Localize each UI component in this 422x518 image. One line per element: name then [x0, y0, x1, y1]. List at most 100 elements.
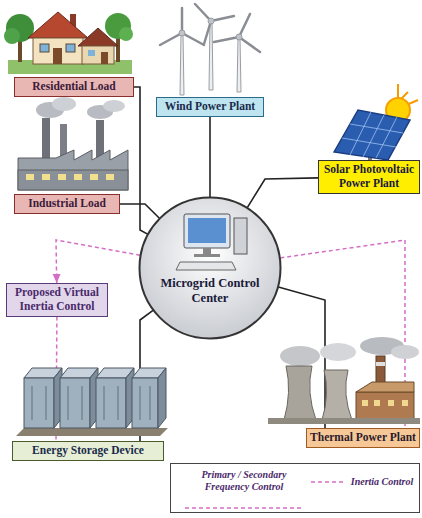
- thermal-plant-illustration-part-part: [388, 400, 394, 406]
- label-box: Solar Photovoltaic Power Plant: [318, 160, 420, 194]
- wind-turbine-illustration-part: [208, 18, 214, 24]
- factory-illustration-part-part: [90, 174, 98, 180]
- solar-panel-illustration-part: [392, 92, 408, 108]
- legend-label: Inertia Control: [347, 476, 417, 488]
- energy-storage-illustration-part-part: [158, 368, 166, 428]
- factory-illustration-part: [36, 102, 64, 118]
- residential-illustration-part: [4, 28, 20, 44]
- thermal-plant-illustration-part: [362, 400, 408, 406]
- label-box: Proposed Virtual Inertia Control: [6, 283, 108, 317]
- label-box: Thermal Power Plant: [306, 428, 420, 448]
- factory-illustration-part: [60, 124, 67, 158]
- factory-illustration-part: [18, 150, 128, 190]
- circle-outline: [138, 196, 282, 340]
- label-box: Energy Storage Device: [12, 441, 164, 461]
- residential-illustration-part: [18, 38, 22, 62]
- control-connector: [280, 240, 405, 428]
- energy-storage-illustration-part-part: [54, 368, 62, 428]
- factory-illustration-part: [103, 100, 125, 112]
- solar-panel-illustration-part-part: [350, 124, 403, 133]
- energy-storage-illustration-part-part: [32, 386, 33, 420]
- wind-turbine-illustration-part-part: [182, 33, 204, 45]
- factory-illustration-part: [26, 174, 114, 180]
- energy-storage-illustration-part-part: [104, 386, 105, 420]
- wind-turbine-illustration-part: [180, 34, 184, 95]
- energy-storage-illustration-part-part: [150, 386, 151, 420]
- energy-storage-illustration-part-part: [90, 368, 98, 428]
- residential-illustration-part: [116, 36, 120, 62]
- energy-storage-illustration-part-part: [46, 386, 47, 420]
- energy-storage-illustration-part-part: [24, 368, 62, 378]
- solar-panel-illustration-part-part: [342, 138, 396, 147]
- arrow-head: [53, 274, 61, 283]
- thermal-plant-illustration-part: [376, 356, 385, 420]
- factory-illustration-part-part: [42, 174, 50, 180]
- energy-storage-illustration-part: [16, 428, 168, 436]
- residential-illustration: [4, 12, 133, 74]
- solar-panel-illustration-part: [334, 110, 410, 160]
- solar-panel-illustration-part-part: [350, 112, 371, 155]
- wind-turbine-illustration-part: [160, 4, 260, 52]
- residential-illustration-part: [28, 12, 88, 38]
- factory-illustration-part: [52, 97, 76, 111]
- residential-illustration-part: [88, 50, 95, 56]
- solar-panel-illustration-part: [342, 112, 403, 158]
- thermal-plant-illustration-part-part: [374, 400, 380, 406]
- wind-turbine-illustration-part-part: [204, 21, 211, 44]
- factory-illustration-part: [87, 105, 113, 119]
- control-connector: [55, 317, 57, 441]
- legend-box: Primary / Secondary Frequency Control Ine…: [170, 463, 420, 513]
- factory-illustration-part-part: [26, 174, 34, 180]
- solar-panel-illustration-part-part: [376, 117, 397, 158]
- node-label: Microgrid Control Center: [158, 276, 262, 306]
- node-label: Residential Load: [18, 80, 130, 94]
- wind-turbine-illustration-part-part: [239, 14, 250, 37]
- wind-turbine-illustration-part: [236, 34, 242, 40]
- wind-turbine-illustration-part-part: [181, 8, 184, 33]
- energy-storage-illustration-part-part: [24, 378, 54, 428]
- label-box: Industrial Load: [14, 194, 120, 214]
- residential-illustration-part: [105, 13, 131, 39]
- residential-illustration-part: [70, 14, 76, 28]
- residential-illustration-part: [53, 48, 62, 64]
- legend-label: Primary / Secondary Frequency Control: [179, 469, 309, 492]
- factory-illustration-part: [42, 118, 50, 158]
- power-connector: [209, 117, 211, 197]
- residential-illustration-part: [101, 52, 108, 64]
- label-box: Wind Power Plant: [156, 97, 264, 117]
- thermal-plant-illustration-part: [391, 345, 419, 359]
- legend-line: [185, 507, 301, 509]
- legend-sample: [171, 464, 421, 514]
- node-label: Energy Storage Device: [16, 444, 160, 458]
- factory-illustration-part: [96, 120, 104, 160]
- factory-illustration-part-part: [58, 174, 66, 180]
- node-label: Wind Power Plant: [160, 100, 260, 114]
- energy-storage-illustration-part-part: [118, 386, 119, 420]
- node-label: Proposed Virtual Inertia Control: [10, 286, 104, 314]
- wind-turbine-illustration-part-part: [214, 37, 239, 42]
- node-label: Solar Photovoltaic Power Plant: [322, 163, 416, 191]
- wind-turbine-illustration-part-part: [211, 16, 234, 21]
- energy-storage-illustration-part-part: [132, 368, 166, 378]
- thermal-plant-illustration-part-part: [362, 400, 368, 406]
- thermal-plant-illustration-part: [280, 346, 320, 366]
- energy-storage-illustration-part-part: [132, 378, 158, 428]
- control-circle: Microgrid Control Center: [138, 196, 282, 340]
- energy-storage-illustration-part-part: [60, 378, 90, 428]
- power-connector: [134, 87, 148, 234]
- node-label: Thermal Power Plant: [310, 431, 416, 445]
- factory-illustration-part: [18, 170, 128, 190]
- solar-panel-illustration: [334, 84, 418, 160]
- thermal-plant-illustration-part: [360, 337, 404, 355]
- legend-line: [311, 481, 343, 483]
- energy-storage-illustration: [16, 368, 168, 436]
- energy-storage-illustration-part: [24, 368, 166, 428]
- energy-storage-illustration-part-part: [140, 386, 141, 420]
- wind-turbine-illustration: [160, 4, 260, 95]
- energy-storage-illustration-part-part: [60, 368, 98, 378]
- energy-storage-illustration-part-part: [82, 386, 83, 420]
- residential-illustration-part: [33, 38, 83, 64]
- wind-turbine-illustration-part: [209, 22, 213, 90]
- circle-shape: [140, 198, 281, 339]
